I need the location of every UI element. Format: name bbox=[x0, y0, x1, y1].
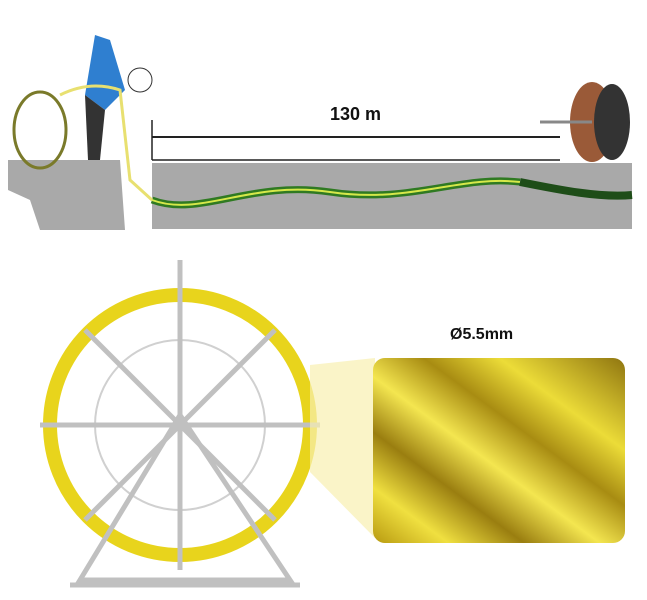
steel-frame bbox=[40, 260, 320, 588]
diameter-label: Ø5.5mm bbox=[450, 326, 514, 343]
left-ground bbox=[8, 160, 125, 230]
rodder-reel-icon bbox=[12, 90, 68, 170]
worker-icon bbox=[85, 35, 125, 110]
product-photo bbox=[40, 260, 625, 588]
rod-closeup bbox=[373, 358, 625, 543]
distance-label: 130 m bbox=[330, 104, 382, 124]
usage-diagram bbox=[8, 35, 633, 230]
